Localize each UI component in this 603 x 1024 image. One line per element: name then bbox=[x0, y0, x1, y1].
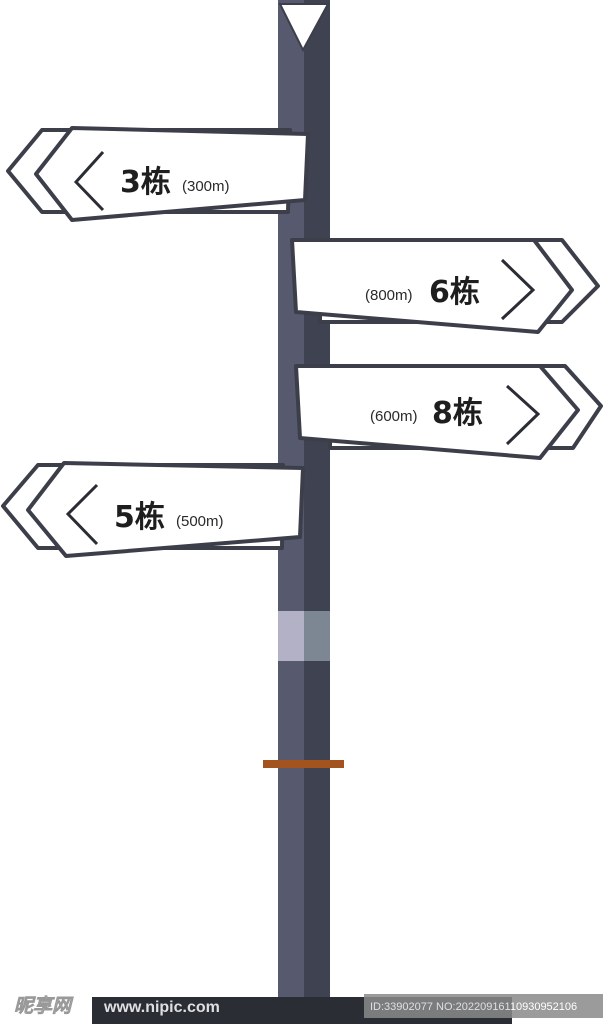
watermark-id-backdrop bbox=[364, 994, 603, 1018]
sign-title: 8栋 bbox=[432, 396, 483, 431]
watermark-logo: 昵享网 bbox=[14, 995, 74, 1017]
sign-distance: (800m) bbox=[365, 287, 413, 304]
chevron-left-icon bbox=[65, 483, 99, 546]
sign-board bbox=[34, 126, 310, 222]
sign-title: 3栋 bbox=[120, 165, 171, 200]
pole-band-dark bbox=[304, 611, 330, 661]
sign-board bbox=[290, 238, 574, 334]
direction-sign-3: 3栋 (300m) bbox=[6, 126, 310, 222]
watermark-id: ID:33902077 NO:20220916110930952106 bbox=[370, 1001, 577, 1013]
sign-distance: (500m) bbox=[176, 513, 224, 530]
pole-ring bbox=[263, 760, 344, 768]
pole-top-triangle bbox=[278, 3, 330, 53]
watermark: 昵享网 www.nipic.com ID:33902077 NO:2022091… bbox=[14, 994, 603, 1018]
sign-distance: (300m) bbox=[182, 178, 230, 195]
sign-distance: (600m) bbox=[370, 408, 418, 425]
sign-title: 6栋 bbox=[429, 275, 480, 310]
direction-sign-5: 5栋 (500m) bbox=[1, 461, 305, 558]
direction-sign-8: (600m) 8栋 bbox=[294, 364, 603, 460]
chevron-left-icon bbox=[73, 150, 105, 212]
sign-board bbox=[294, 364, 580, 460]
direction-sign-6: (800m) 6栋 bbox=[290, 238, 600, 334]
watermark-url: www.nipic.com bbox=[103, 999, 220, 1016]
pole-band-light bbox=[278, 611, 304, 661]
chevron-right-icon bbox=[505, 384, 541, 446]
sign-board bbox=[26, 461, 305, 558]
sign-title: 5栋 bbox=[114, 500, 165, 535]
chevron-right-icon bbox=[500, 258, 536, 321]
